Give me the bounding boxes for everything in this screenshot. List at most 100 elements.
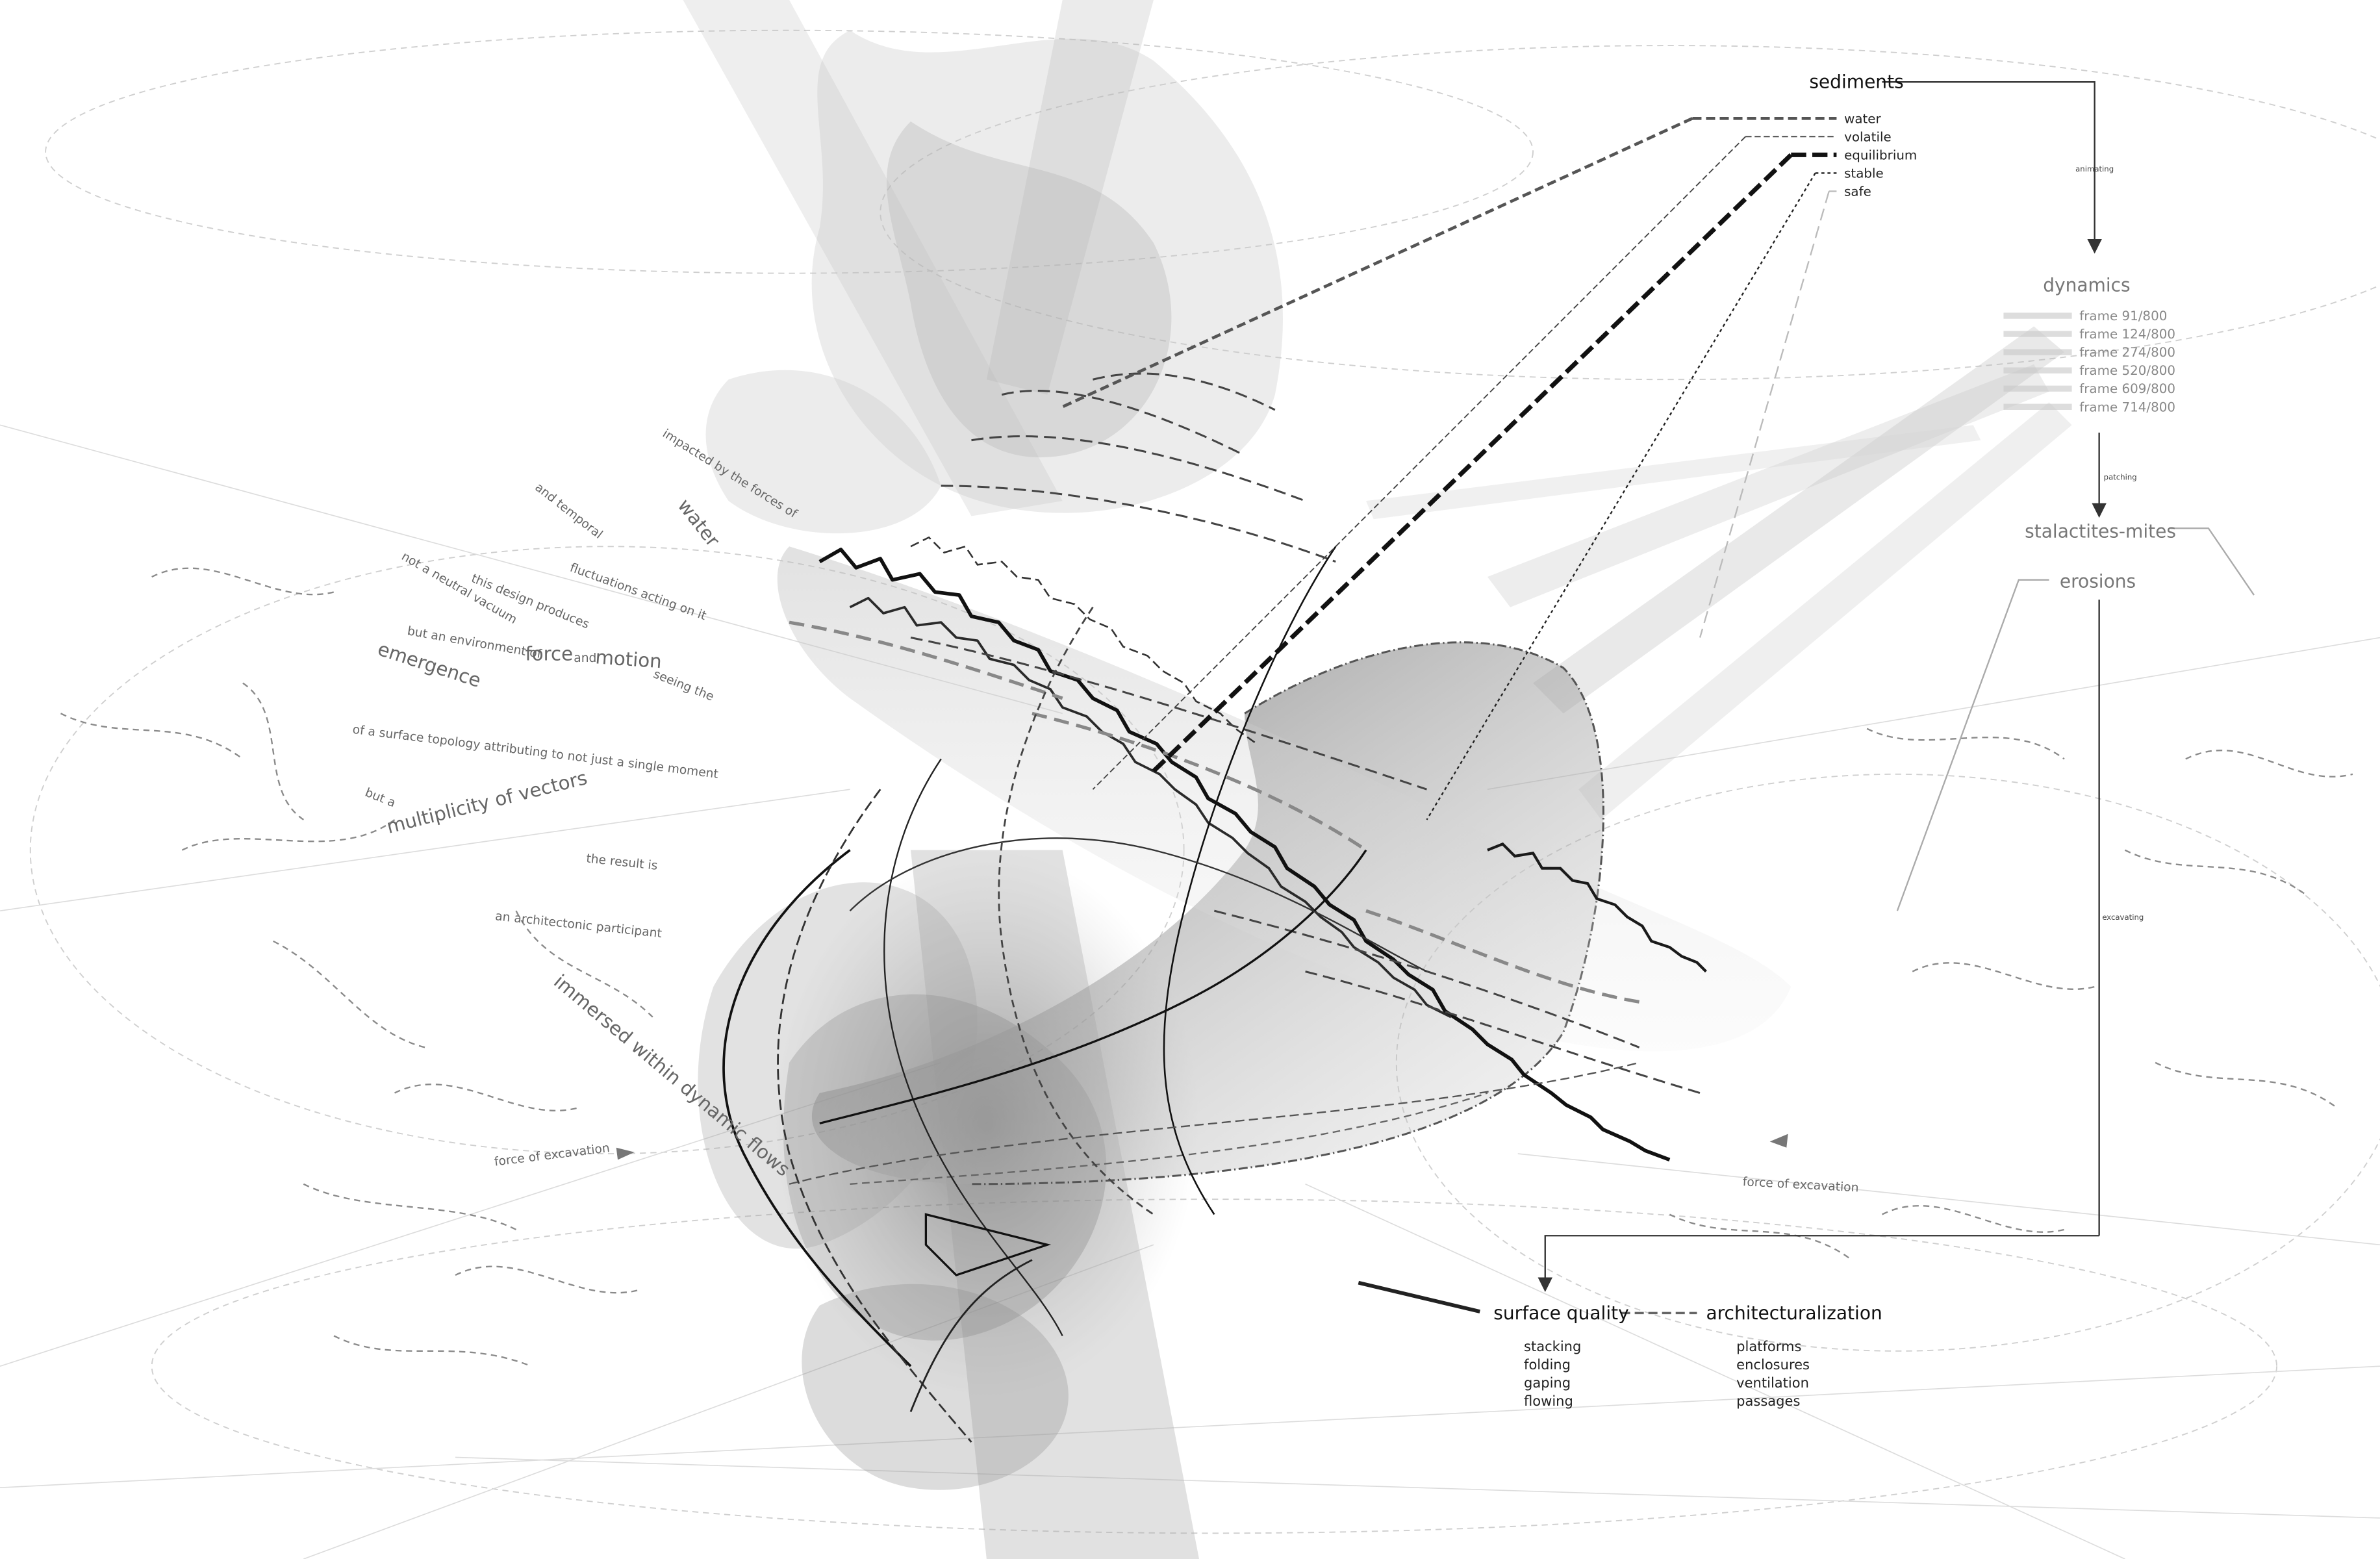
dashed-sediment bbox=[1093, 372, 1276, 411]
sediments-title: sediments bbox=[1809, 71, 1903, 93]
surface-quality-item: flowing bbox=[1524, 1393, 1573, 1409]
force-excavation-left: force of excavation bbox=[494, 1141, 611, 1169]
band bbox=[1487, 364, 2049, 607]
narrative-motion: motion bbox=[594, 646, 662, 672]
fold-curve bbox=[909, 1259, 1033, 1412]
architecturalization-column: architecturalization platforms enclosure… bbox=[1706, 1302, 1882, 1409]
orbit-line bbox=[45, 29, 1534, 274]
fragment bbox=[273, 940, 425, 1048]
volatile-trace bbox=[910, 536, 1258, 745]
wash-streak bbox=[986, 0, 1154, 395]
excavating-label: excavating bbox=[2102, 913, 2144, 922]
architecturalization-item: platforms bbox=[1736, 1338, 1801, 1354]
arrow-right-icon bbox=[616, 1147, 635, 1160]
legend-item-water: water bbox=[1844, 111, 1881, 126]
band bbox=[1533, 326, 2064, 714]
frame-label: frame 124/800 bbox=[2079, 327, 2175, 342]
surface-quality-item: gaping bbox=[1524, 1375, 1571, 1391]
fragment bbox=[333, 1335, 532, 1367]
frame-label: frame 609/800 bbox=[2079, 381, 2175, 396]
fold-curve bbox=[777, 789, 972, 1443]
surface-quality-title: surface quality bbox=[1493, 1302, 1628, 1324]
dashed-sediment bbox=[910, 637, 1427, 791]
fragment bbox=[1866, 728, 2065, 760]
frame-leaders bbox=[2003, 312, 2072, 410]
sediment-band bbox=[777, 372, 1791, 1162]
fold-curve bbox=[819, 849, 1367, 1124]
narrative-surface-topology: of a surface topology attributing to not… bbox=[352, 723, 720, 781]
legend-leaders bbox=[1061, 116, 1837, 820]
orbit-line bbox=[880, 45, 2380, 381]
fragment bbox=[515, 910, 653, 1018]
fragment bbox=[1912, 962, 2095, 990]
excavation-arrows bbox=[616, 1134, 1788, 1160]
right-bands bbox=[1366, 326, 2072, 820]
fold-curve bbox=[998, 606, 1154, 1215]
fragment bbox=[1669, 1213, 1853, 1261]
fold-curve bbox=[849, 837, 1428, 972]
ray-line bbox=[1517, 1153, 2380, 1246]
fragment bbox=[2155, 1061, 2338, 1109]
frame-label: frame 91/800 bbox=[2079, 309, 2167, 323]
fragment bbox=[455, 1265, 638, 1294]
fragment bbox=[151, 567, 335, 596]
narrative-seeing-the: seeing the bbox=[652, 667, 716, 703]
leader-stable-line bbox=[1426, 172, 1816, 820]
wash-blob bbox=[705, 370, 941, 534]
leader-safe-line bbox=[1699, 191, 1830, 638]
stalactites-label: stalactites-mites bbox=[2025, 520, 2176, 542]
ray-line bbox=[0, 1365, 2380, 1488]
dynamics-title: dynamics bbox=[2043, 275, 2130, 296]
leader-water-line bbox=[1061, 117, 1693, 409]
orbit-line bbox=[1396, 774, 2380, 1352]
fold-curve bbox=[1163, 546, 1337, 1215]
fragment bbox=[2124, 849, 2308, 896]
sediments-legend: sediments water volatile equilibrium sta… bbox=[1809, 71, 1917, 199]
surface-quality-column: surface quality stacking folding gaping … bbox=[1493, 1302, 1628, 1409]
fold-curve bbox=[883, 758, 1063, 1336]
frame-label: frame 714/800 bbox=[2079, 399, 2175, 414]
dashed-sediment bbox=[1001, 390, 1245, 457]
fold-plane bbox=[802, 1284, 1069, 1490]
fold-curve bbox=[789, 1061, 1639, 1185]
equilibrium-trace bbox=[818, 548, 1671, 1162]
ray-line bbox=[1487, 637, 2380, 790]
band bbox=[1366, 425, 1981, 520]
wash-blob bbox=[886, 121, 1172, 458]
arrow-head bbox=[1538, 1277, 1552, 1292]
leader-surface-quality bbox=[1358, 1280, 1480, 1313]
narrative-fluctuations: fluctuations acting on it bbox=[568, 561, 708, 624]
dashed-sediment bbox=[941, 485, 1336, 563]
frame-label: frame 274/800 bbox=[2079, 345, 2175, 360]
force-excavation-right: force of excavation bbox=[1742, 1175, 1859, 1195]
ray-line bbox=[455, 1456, 2380, 1519]
legend-item-equilibrium: equilibrium bbox=[1844, 147, 1917, 162]
folding-curves bbox=[722, 546, 1639, 1443]
narrative-result: the result is bbox=[585, 852, 658, 872]
patching-label: patching bbox=[2104, 472, 2137, 481]
legend-item-volatile: volatile bbox=[1844, 129, 1892, 144]
arrow-head bbox=[2092, 503, 2107, 518]
fragment bbox=[242, 682, 304, 820]
orbit-line bbox=[151, 1198, 2277, 1534]
flow-connectors bbox=[1358, 81, 2255, 1315]
heavy-dash bbox=[1032, 711, 1367, 852]
fragment bbox=[181, 818, 396, 851]
water-trace bbox=[849, 596, 1452, 1019]
arrow-head bbox=[2087, 239, 2102, 254]
fragment bbox=[60, 713, 244, 760]
surface-quality-item: folding bbox=[1524, 1356, 1571, 1373]
shell-edge bbox=[850, 1092, 1488, 1185]
leader-volatile-line bbox=[1092, 136, 1746, 790]
fragment bbox=[394, 1084, 577, 1111]
connector-stalactites bbox=[2170, 527, 2255, 596]
fragment bbox=[303, 1183, 516, 1230]
fragment bbox=[2185, 750, 2353, 778]
dashed-sediment bbox=[1305, 970, 1701, 1095]
wash-blob bbox=[811, 30, 1283, 513]
frame-label: frame 520/800 bbox=[2079, 363, 2175, 378]
narrative-but-a: but a bbox=[363, 786, 398, 811]
surface-quality-item: stacking bbox=[1524, 1338, 1581, 1354]
